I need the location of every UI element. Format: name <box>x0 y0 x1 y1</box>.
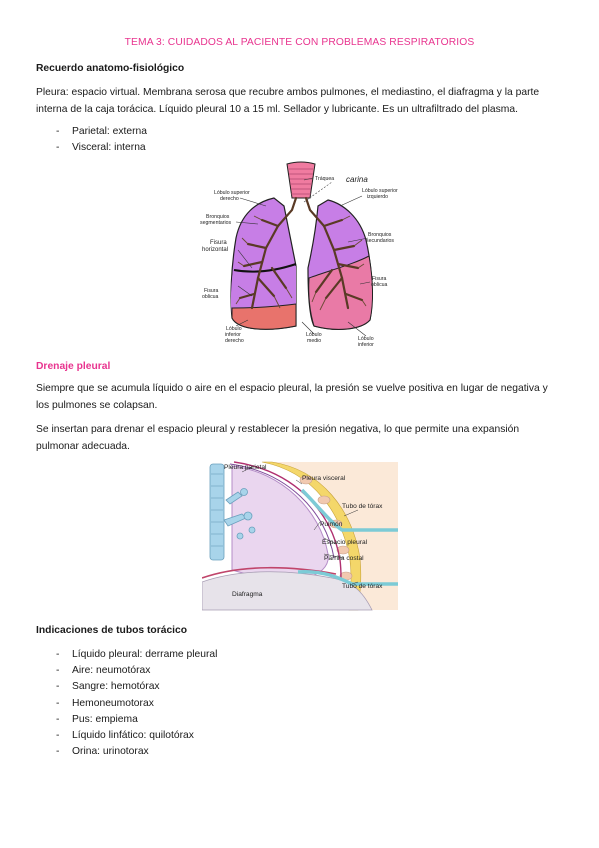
label-lobulo-medio-2: medio <box>307 338 321 344</box>
list-item: -Sangre: hemotórax <box>56 681 160 693</box>
bronchial-tree-illustration <box>238 196 364 310</box>
label-lobulo-inf-der-2: inferior <box>225 332 241 338</box>
label-lobulo-sup-der-2: derecho <box>220 196 239 202</box>
pleura-labels: Pleura parietal Pleura visceral Tubo de … <box>224 464 383 598</box>
label-bronquios-sec-2: secundarios <box>366 238 394 244</box>
label-lobulo-inf-der-3: derecho <box>225 338 244 344</box>
label-fisura-o-izq-2: oblicua <box>371 282 388 288</box>
label-bronquios-sec-1: Bronquios <box>368 232 392 238</box>
label-lobulo-inf-izq-2: inferior <box>358 342 374 348</box>
label-pleura-visceral: Pleura visceral <box>302 475 346 482</box>
label-bronquios-seg-2: segmentarios <box>200 220 232 226</box>
list-item: -Orina: urinotorax <box>56 746 149 758</box>
label-lobulo-sup-izq-2: izquierdo <box>367 194 388 200</box>
pleura-paragraph: Pleura: espacio virtual. Membrana serosa… <box>36 85 576 118</box>
label-diafragma: Diafragma <box>232 591 263 598</box>
pleura-types-list: -Parietal: externa -Visceral: interna <box>56 124 147 156</box>
list-item: -Visceral: interna <box>56 142 146 154</box>
label-traquea: Tráquea <box>315 176 334 182</box>
pleura-paragraph-line1: Pleura: espacio virtual. Membrana serosa… <box>36 87 540 98</box>
label-tubo-torax-1: Tubo de tórax <box>342 503 383 510</box>
list-item: -Pus: empiema <box>56 713 138 725</box>
list-item: -Líquido linfático: quilotórax <box>56 729 194 741</box>
label-bronquios-seg-1: Bronquios <box>206 214 230 220</box>
label-lobulo-inf-izq-1: Lóbulo <box>358 336 374 342</box>
label-lobulo-medio-1: Lóbulo <box>306 332 322 338</box>
drenaje-paragraph-2: Se insertan para drenar el espacio pleur… <box>36 422 576 455</box>
drenaje-paragraph-1-line2: los pulmones se colapsan. <box>36 399 158 411</box>
label-fisura-h-2: horizontal <box>202 247 228 253</box>
label-fisura-h-1: Fisura <box>210 240 227 246</box>
section-heading-drenaje: Drenaje pleural <box>36 361 111 372</box>
list-item: -Hemoneumotorax <box>56 697 154 709</box>
label-parrilla-costal: Parrilla costal <box>324 555 364 562</box>
label-pleura-parietal: Pleura parietal <box>224 464 267 471</box>
indicaciones-list: -Líquido pleural: derrame pleural -Aire:… <box>56 647 217 760</box>
label-tubo-torax-2: Tubo de tórax <box>342 583 383 590</box>
label-pulmon: Pulmón <box>320 521 343 528</box>
bronchial-tree-fine <box>235 215 367 311</box>
label-fisura-o-der-1: Fisura <box>204 288 219 294</box>
right-lung-illustration <box>230 197 297 330</box>
trachea-illustration <box>286 161 316 199</box>
label-espacio-pleural: Espacio pleural <box>322 539 368 546</box>
list-item: -Parietal: externa <box>56 126 147 137</box>
drenaje-paragraph-1-line1: Siempre que se acumula líquido o aire en… <box>36 383 548 394</box>
label-lobulo-inf-der-1: Lóbulo <box>226 326 242 332</box>
label-fisura-o-izq-1: Fisura <box>372 276 387 282</box>
label-lobulo-sup-der-1: Lóbulo superior <box>214 190 250 196</box>
chest-tube-figure: Pleura parietal Pleura visceral Tubo de … <box>202 461 398 611</box>
drenaje-paragraph-1: Siempre que se acumula líquido o aire en… <box>36 381 576 414</box>
list-item: -Aire: neumotórax <box>56 665 151 677</box>
drenaje-paragraph-2-line1: Se insertan para drenar el espacio pleur… <box>36 424 520 435</box>
drenaje-paragraph-2-line2: pulmonar adecuada. <box>36 440 130 452</box>
label-carina: carina <box>346 175 368 184</box>
section-heading-anatomy: Recuerdo anatomo-fisiológico <box>36 63 185 74</box>
label-fisura-o-der-2: oblicua <box>202 294 219 300</box>
pleura-paragraph-line2: interna de la caja torácica. Líquido ple… <box>36 103 518 115</box>
page-title: TEMA 3: CUIDADOS AL PACIENTE CON PROBLEM… <box>124 37 475 48</box>
lung-labels: Tráquea carina Lóbulo superior derecho L… <box>200 175 398 348</box>
label-lobulo-sup-izq-1: Lóbulo superior <box>362 188 398 194</box>
section-heading-indicaciones: Indicaciones de tubos torácico <box>36 625 188 636</box>
list-item: -Líquido pleural: derrame pleural <box>56 649 218 660</box>
lung-anatomy-figure: Tráquea carina Lóbulo superior derecho L… <box>200 161 398 348</box>
